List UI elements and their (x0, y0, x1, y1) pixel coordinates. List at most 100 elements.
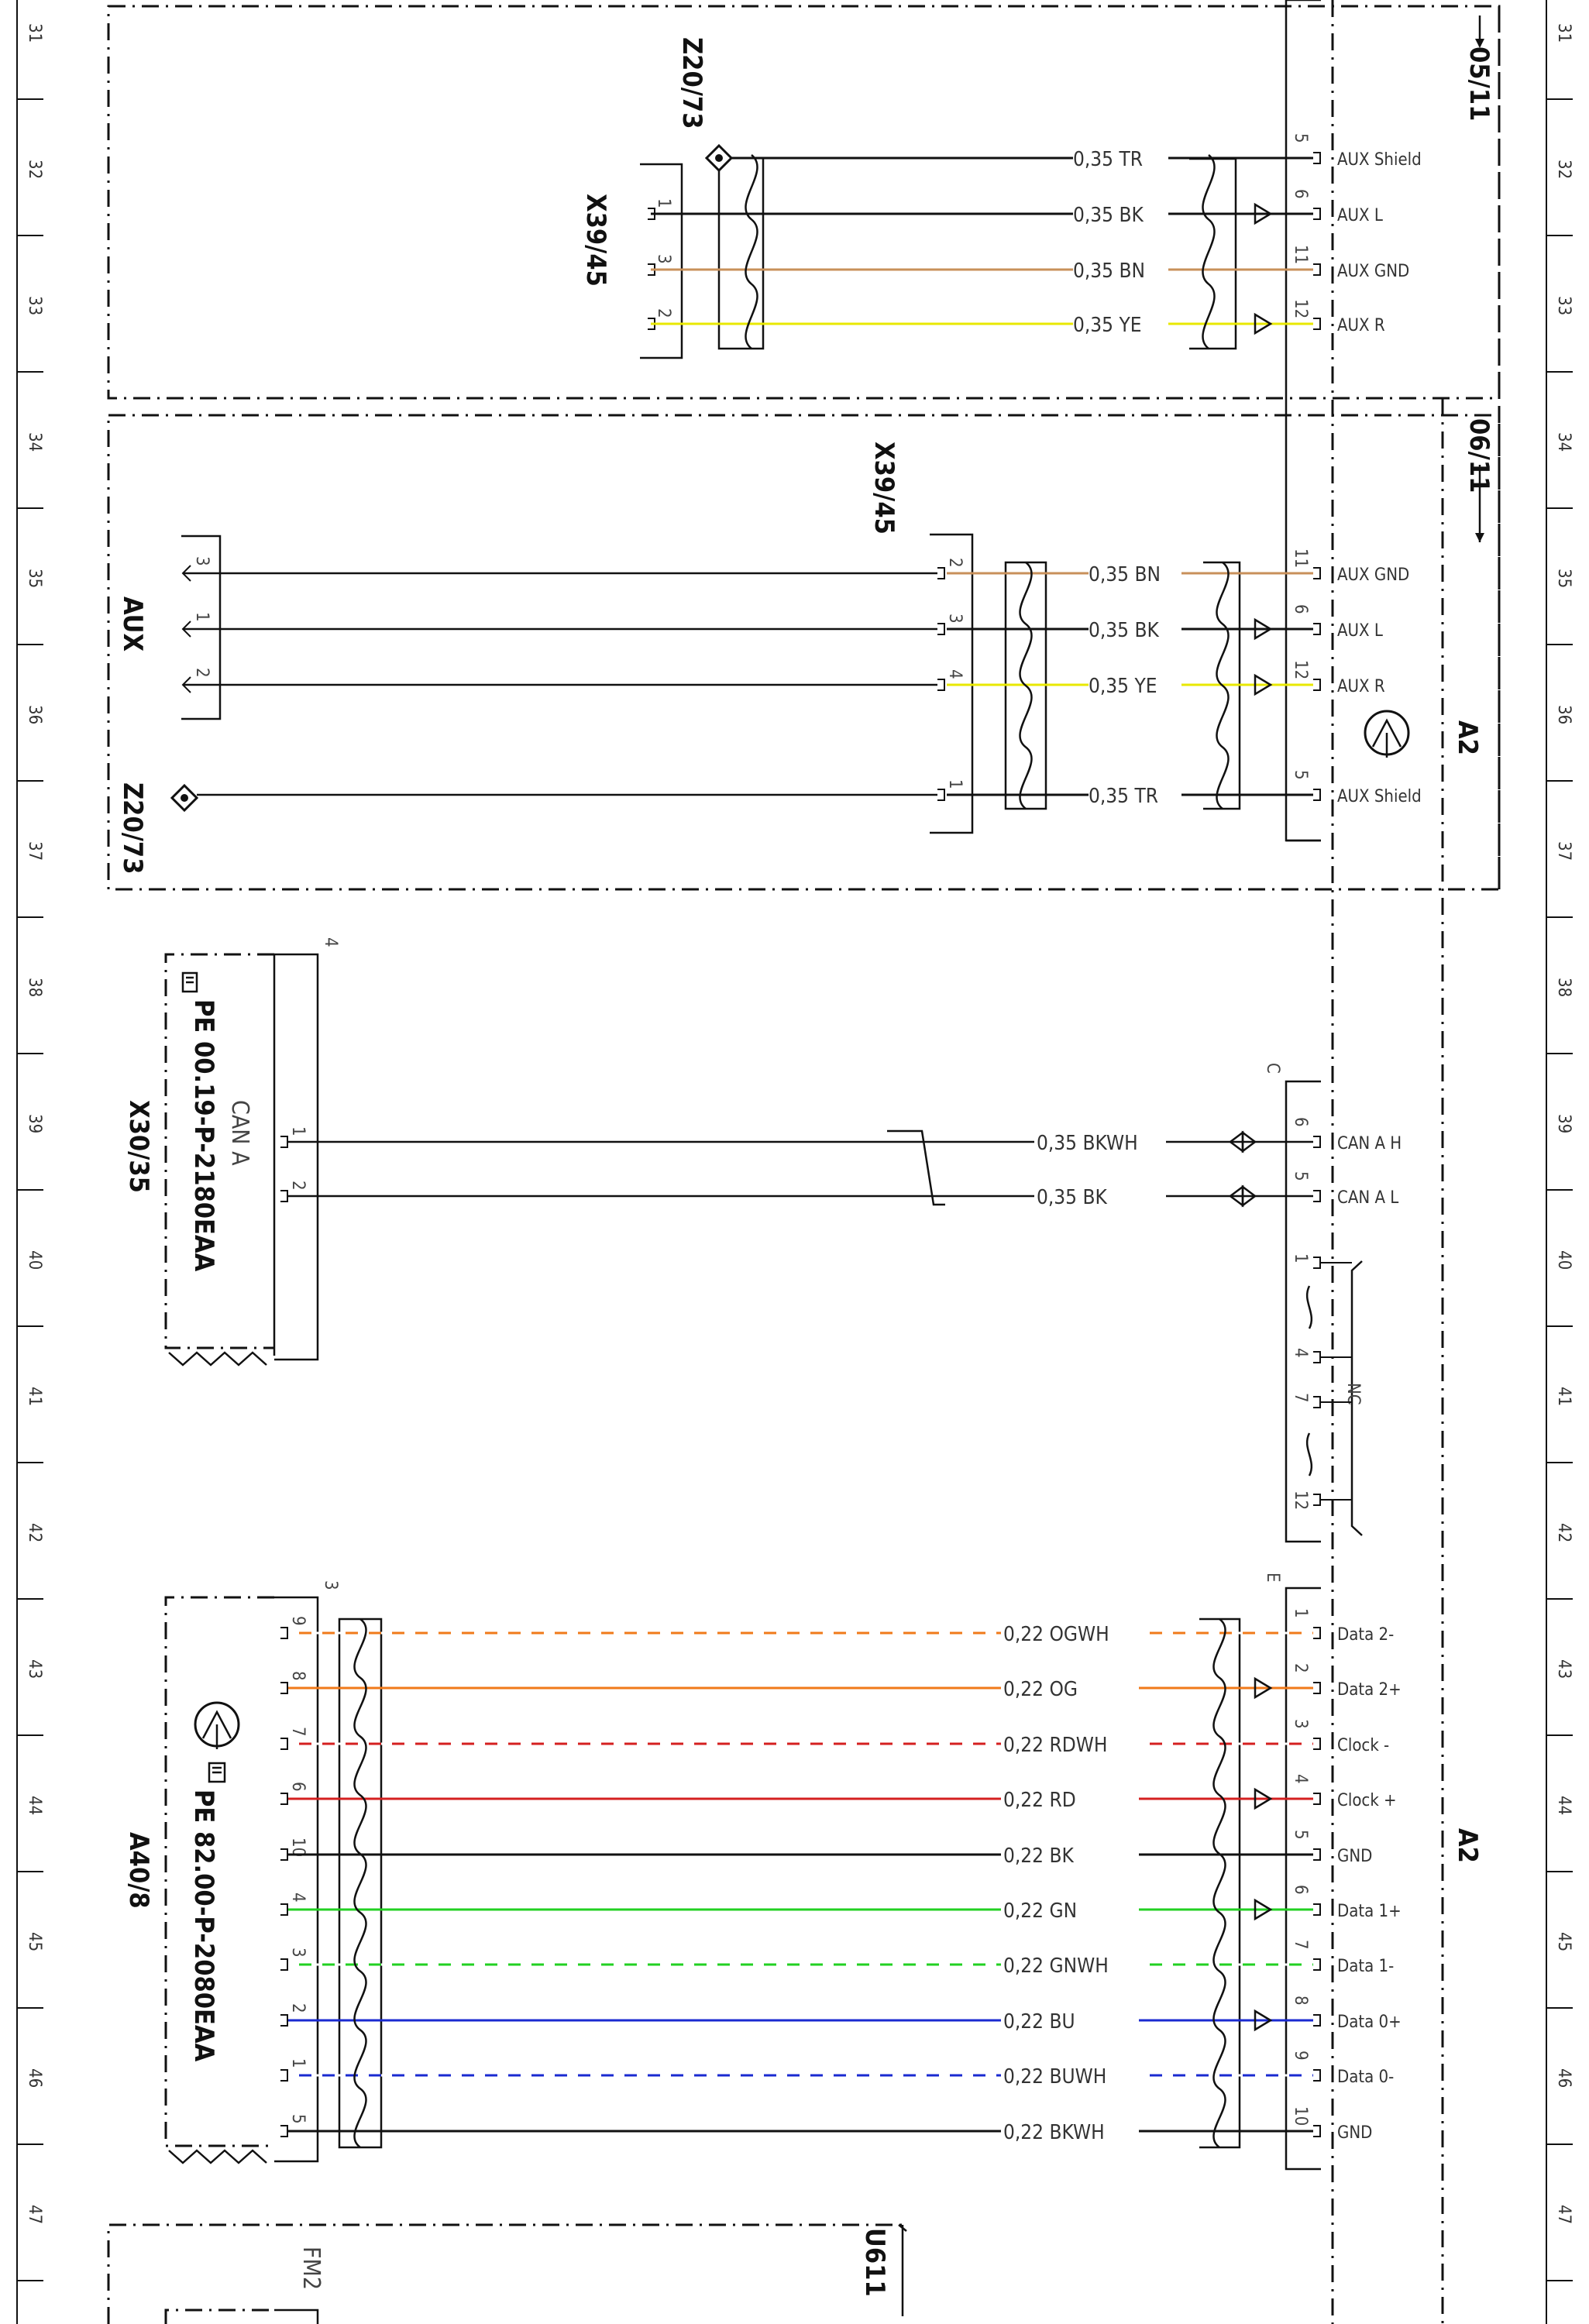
a2-signal-label: AUX GND (1337, 566, 1409, 585)
a2-pin-number: 10 (1291, 2106, 1310, 2126)
a2-pin (1313, 2125, 1321, 2137)
ruler-label: 35 (1554, 569, 1574, 588)
a2-pin (1313, 2014, 1321, 2027)
a2-pin-number: 12 (1291, 299, 1310, 318)
wire-label-can: 0,35 BKWH (1037, 1132, 1138, 1155)
ruler-label: 32 (25, 160, 44, 179)
page-reference-second: 06/11 (1463, 418, 1494, 542)
label-z2073-mid: Z20/73 (117, 782, 148, 875)
a408-pin-label: 2 (288, 2003, 308, 2013)
ruler-label: 39 (25, 1114, 44, 1133)
a2-pin (1313, 1848, 1321, 1861)
a408-pin (280, 2014, 288, 2027)
a2-pin (1313, 1958, 1321, 1971)
a2-signal-label: Data 1+ (1337, 1902, 1402, 1921)
direction-arrow (1254, 1676, 1273, 1700)
a2-signal-label: Data 0- (1337, 2068, 1394, 2087)
shield-braid-mid-left (1004, 561, 1047, 810)
a2-signal-label: AUX R (1337, 316, 1385, 335)
label-z2073-top: Z20/73 (676, 37, 707, 129)
label-u611: U611 (859, 2228, 890, 2297)
wire-label-sec2: 0,35 BN (1089, 563, 1161, 586)
label-connector-e: E (1263, 1573, 1282, 1583)
shield-squiggle-data-right (1212, 1618, 1226, 2149)
a2-pin (1313, 679, 1321, 691)
shield-braid-top-left (717, 159, 765, 350)
a2-pin-number: 6 (1291, 604, 1310, 614)
nc-pin (1313, 1494, 1321, 1506)
direction-arrow (1254, 202, 1273, 225)
label-pe-can: PE 00.19-P-2180EAA (188, 999, 219, 1272)
a408-pin-label: 9 (288, 1616, 308, 1626)
nc-pin-number: 7 (1291, 1393, 1310, 1403)
ruler-label: 45 (25, 1932, 44, 1951)
nc-pin (1313, 1351, 1321, 1363)
ruler-label: 34 (25, 432, 44, 452)
x3945-mid-pin-label: 1 (945, 779, 965, 789)
nc-pin (1313, 1396, 1321, 1408)
a408-pin (280, 2069, 288, 2082)
can-twist-symbol (887, 1129, 945, 1206)
label-x3945-mid: X39/45 (868, 442, 899, 535)
z2073-mid-ground-symbol (170, 783, 199, 813)
direction-arrow (1254, 617, 1273, 641)
a2-pin (1313, 152, 1321, 164)
shield-squiggle-mid-left (1019, 562, 1033, 810)
wire-label-sec1: 0,35 BK (1073, 204, 1144, 227)
a408-pin-label: 8 (288, 1671, 308, 1681)
a408-pin (280, 1738, 288, 1750)
a408-pin-label: 3 (288, 1948, 308, 1958)
ruler-label: 40 (25, 1250, 44, 1270)
a2-pin (1313, 1682, 1321, 1694)
a2-pin-number: 6 (1291, 189, 1310, 199)
x3945-mid-pin (937, 623, 945, 635)
direction-arrow (1254, 1787, 1273, 1810)
x3945-mid-pin (937, 789, 945, 801)
a408-pin-label: 6 (288, 1782, 308, 1792)
ruler-label: 33 (1554, 296, 1574, 315)
a2-signal-label: Data 2- (1337, 1625, 1394, 1645)
fm2-connector (164, 2309, 319, 2324)
connector-x3945-top (640, 163, 683, 359)
a2-pin (1313, 208, 1321, 220)
wire-label-data: 0,22 GNWH (1003, 1954, 1109, 1978)
aux-pin-label: 1 (192, 612, 212, 622)
a408-pin (280, 1848, 288, 1861)
ruler-label: 46 (25, 2068, 44, 2088)
ruler-label: 39 (1554, 1114, 1574, 1133)
x3035-pin-label: 2 (288, 1181, 308, 1191)
ruler-label: 40 (1554, 1250, 1574, 1270)
ruler-label: 42 (1554, 1523, 1574, 1542)
ruler-label: 46 (1554, 2068, 1574, 2088)
ruler-label: 41 (1554, 1387, 1574, 1406)
x3945-mid-pin-label: 2 (945, 558, 965, 568)
bidirectional-arrow-right (1241, 1184, 1257, 1208)
wire-label-sec1: 0,35 BN (1073, 260, 1145, 283)
x3945-pin-label: 3 (654, 254, 673, 264)
a2-pin (1313, 1627, 1321, 1639)
a408-module-frame (164, 1596, 274, 2164)
a2-module-block (1285, 0, 1321, 842)
shield-squiggle-mid-right (1216, 562, 1230, 810)
a408-pin (280, 1793, 288, 1805)
wire-label-data: 0,22 BUWH (1003, 2065, 1106, 2089)
shield-squiggle-data-left (353, 1618, 367, 2149)
x3035-connector (274, 953, 319, 1361)
a2-pin-number: 11 (1291, 245, 1310, 264)
a2-pin-number: 12 (1291, 660, 1310, 679)
label-a2-lower: A2 (1452, 1828, 1483, 1863)
connector-c-block (1285, 1080, 1321, 1543)
a2-pin-number: 5 (1291, 1171, 1310, 1181)
label-x3945-top: X39/45 (580, 194, 611, 287)
a408-connector (274, 1596, 319, 2163)
a2-pin-number: 9 (1291, 2051, 1310, 2061)
wire-label-data: 0,22 OGWH (1003, 1623, 1109, 1646)
a2-signal-label: AUX Shield (1337, 150, 1422, 170)
a2-signal-label: Clock + (1337, 1791, 1397, 1810)
a2-pin (1313, 567, 1321, 579)
label-fm2: FM2 (298, 2247, 325, 2290)
